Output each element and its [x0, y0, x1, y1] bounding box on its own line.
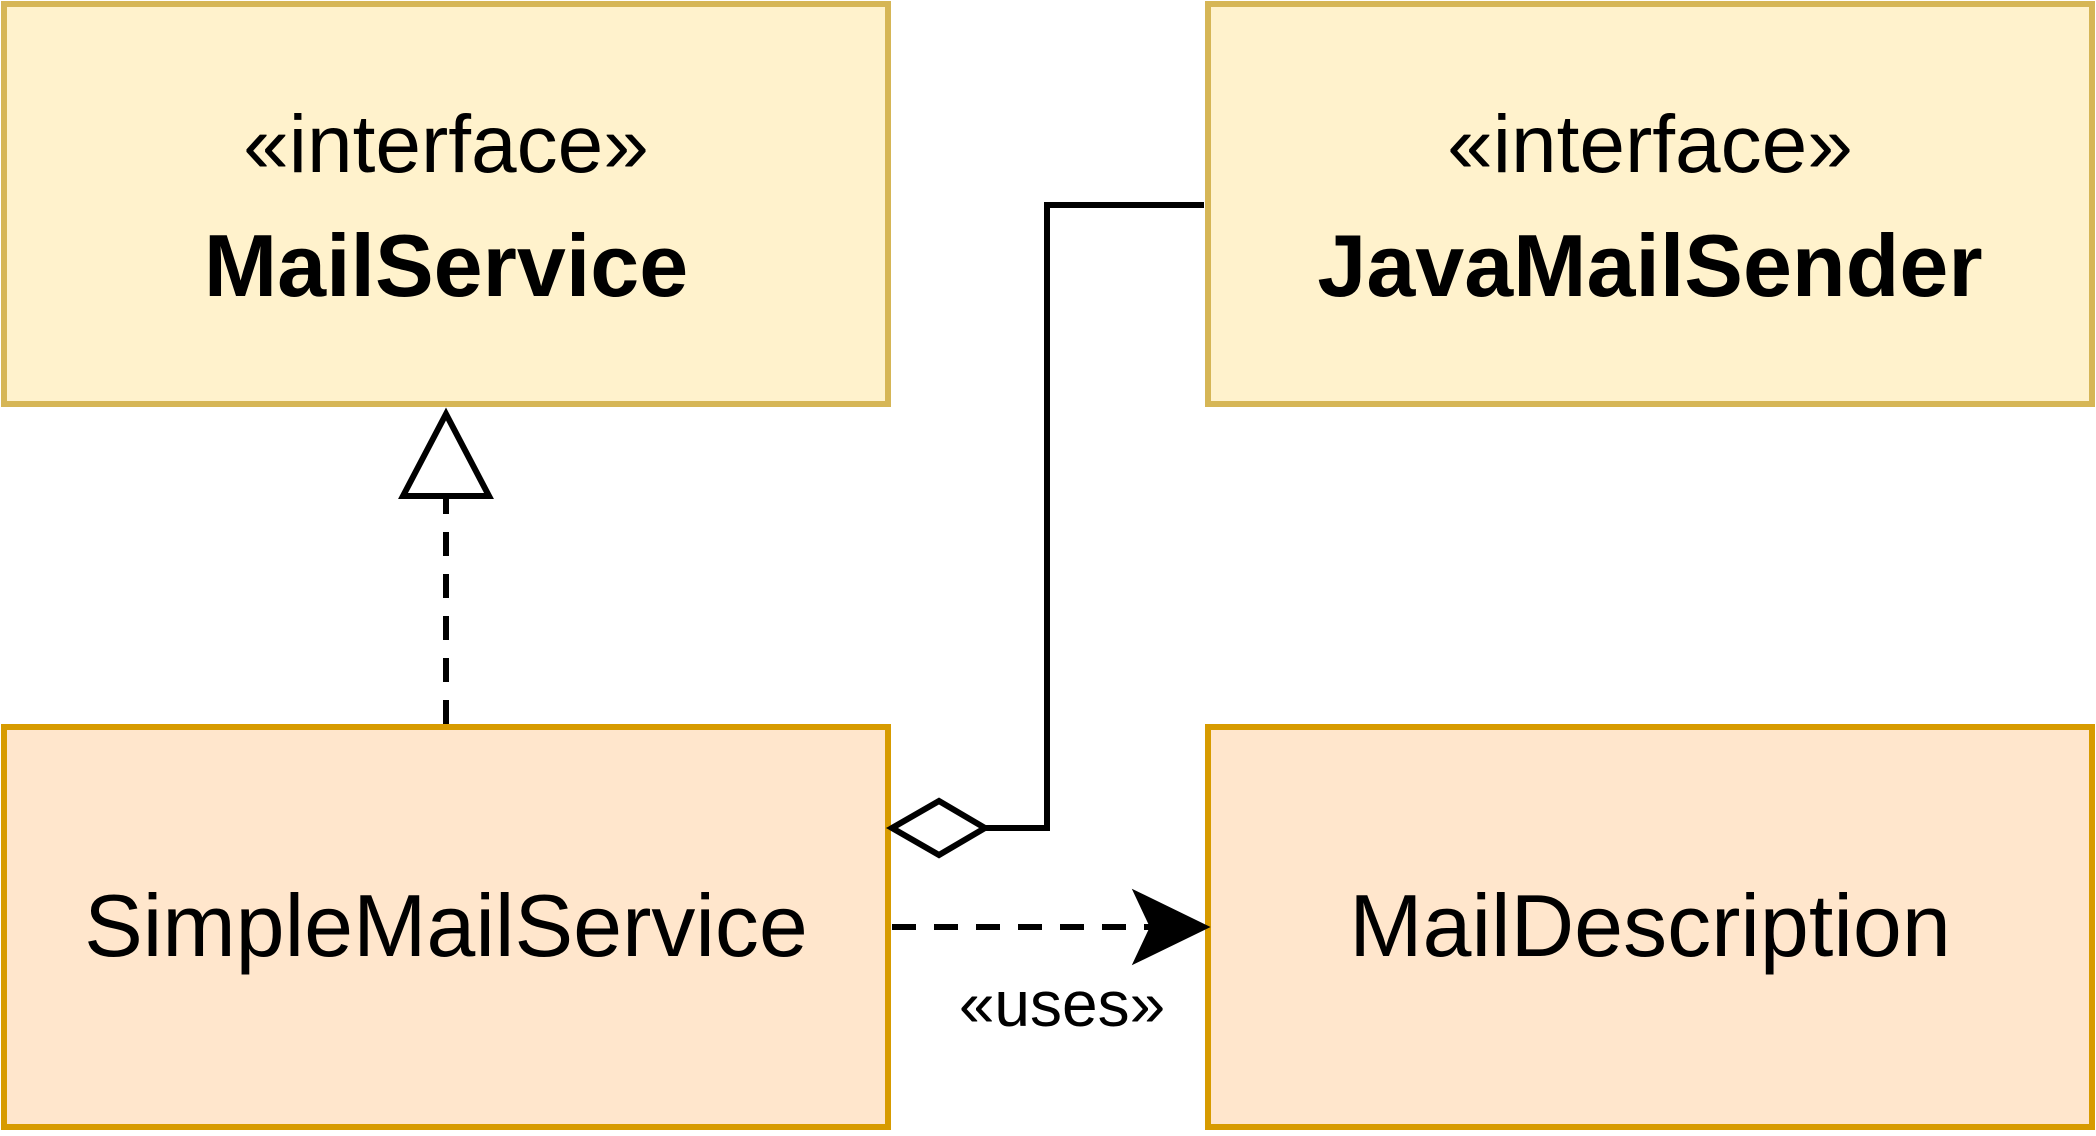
aggregation-connector [885, 202, 1204, 859]
mail-service-stereotype: «interface» [243, 99, 649, 190]
dependency-arrow-head [1131, 888, 1211, 966]
java-mail-sender-name: JavaMailSender [1317, 216, 1982, 315]
aggregation-line [985, 202, 1204, 831]
mail-description-box [1205, 724, 2095, 1130]
simple-mail-service-box [1, 724, 891, 1130]
realization-triangle-head [398, 407, 494, 499]
dependency-connector: «uses» [892, 888, 1211, 1040]
mail-service-name: MailService [204, 216, 688, 315]
mail-description-name: MailDescription [1349, 876, 1951, 975]
mail-service-box [1, 1, 891, 407]
java-mail-sender-stereotype: «interface» [1447, 99, 1853, 190]
aggregation-diamond-head [885, 797, 991, 859]
simple-mail-service-class[interactable]: SimpleMailService [1, 724, 891, 1130]
mail-description-class[interactable]: MailDescription [1205, 724, 2095, 1130]
dependency-label: «uses» [959, 968, 1165, 1040]
java-mail-sender-box [1205, 1, 2095, 407]
simple-mail-service-name: SimpleMailService [84, 876, 808, 975]
mail-service-class[interactable]: «interface» MailService [1, 1, 891, 407]
java-mail-sender-class[interactable]: «interface» JavaMailSender [1205, 1, 2095, 407]
realization-connector [398, 407, 494, 724]
